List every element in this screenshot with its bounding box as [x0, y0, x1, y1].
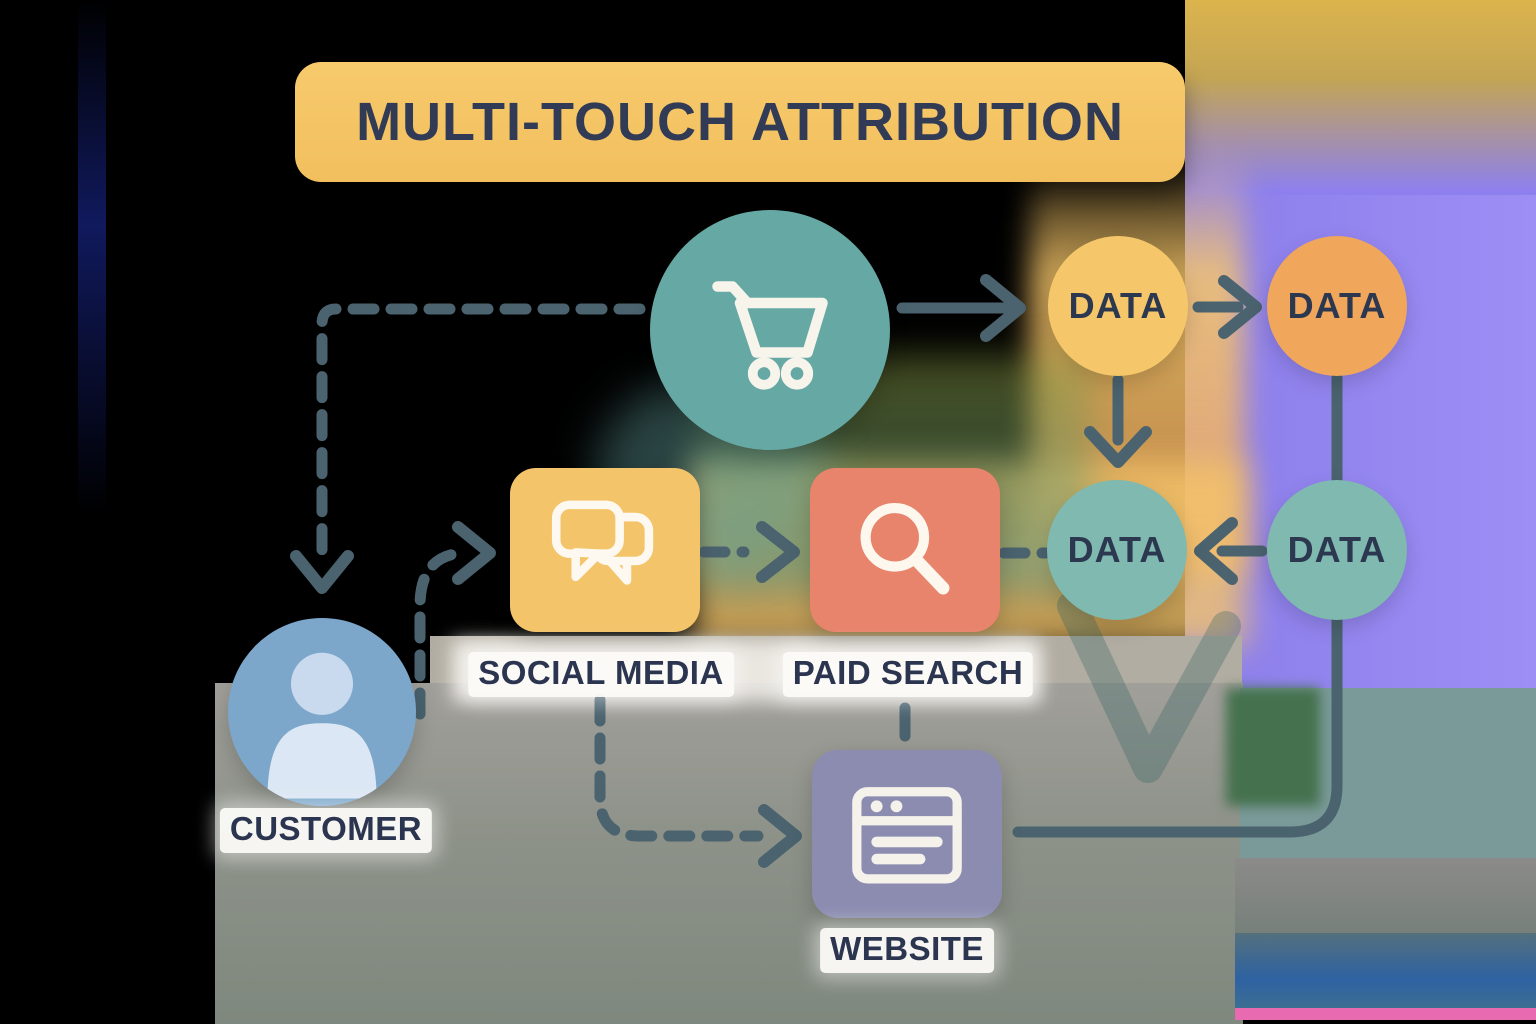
social-media-node	[510, 468, 700, 632]
paid-search-node	[810, 468, 1000, 632]
dashed-cart-to-customer	[316, 303, 646, 572]
data-node-bottom-left: DATA	[1047, 480, 1187, 620]
customer-node	[228, 618, 416, 806]
search-icon	[860, 502, 950, 595]
arrowhead-social	[452, 521, 496, 585]
arrowhead-data-right	[1218, 275, 1262, 339]
arrowhead-data-left	[1194, 517, 1238, 585]
bg-artifact-pink-stripe	[1235, 1008, 1536, 1020]
bg-artifact-gray-band-right	[1235, 858, 1536, 935]
chat-bubbles-icon	[551, 500, 654, 585]
browser-window-icon	[852, 787, 962, 884]
title-banner: MULTI-TOUCH ATTRIBUTION	[295, 62, 1185, 182]
website-node	[812, 750, 1002, 918]
dashed-social-to-website	[594, 694, 764, 842]
data-node-top-left: DATA	[1048, 236, 1188, 376]
data-node-bottom-right: DATA	[1267, 480, 1407, 620]
cart-node	[650, 210, 890, 450]
line-data-to-website-elbow	[1012, 372, 1343, 838]
bg-artifact-green-patch	[1226, 688, 1320, 806]
person-icon	[267, 652, 377, 799]
website-label: WEBSITE	[820, 928, 994, 973]
social-media-label: SOCIAL MEDIA	[468, 652, 734, 697]
bg-artifact-blue-streak	[78, 0, 106, 560]
dashed-customer-to-social	[414, 547, 468, 720]
page-title: MULTI-TOUCH ATTRIBUTION	[356, 92, 1124, 152]
shopping-cart-icon	[712, 281, 828, 390]
arrowhead-paid	[756, 521, 800, 583]
paid-search-label: PAID SEARCH	[782, 652, 1034, 697]
arrowhead-data-down	[1084, 426, 1152, 468]
arrowhead-website	[758, 804, 802, 868]
customer-label: CUSTOMER	[219, 808, 433, 853]
bg-artifact-ghost-chevron	[1057, 591, 1241, 783]
arrowhead-cart-to-data	[980, 274, 1026, 342]
arrowhead-customer	[290, 550, 354, 594]
bg-artifact-blue-band	[1235, 933, 1536, 1010]
data-node-top-right: DATA	[1267, 236, 1407, 376]
